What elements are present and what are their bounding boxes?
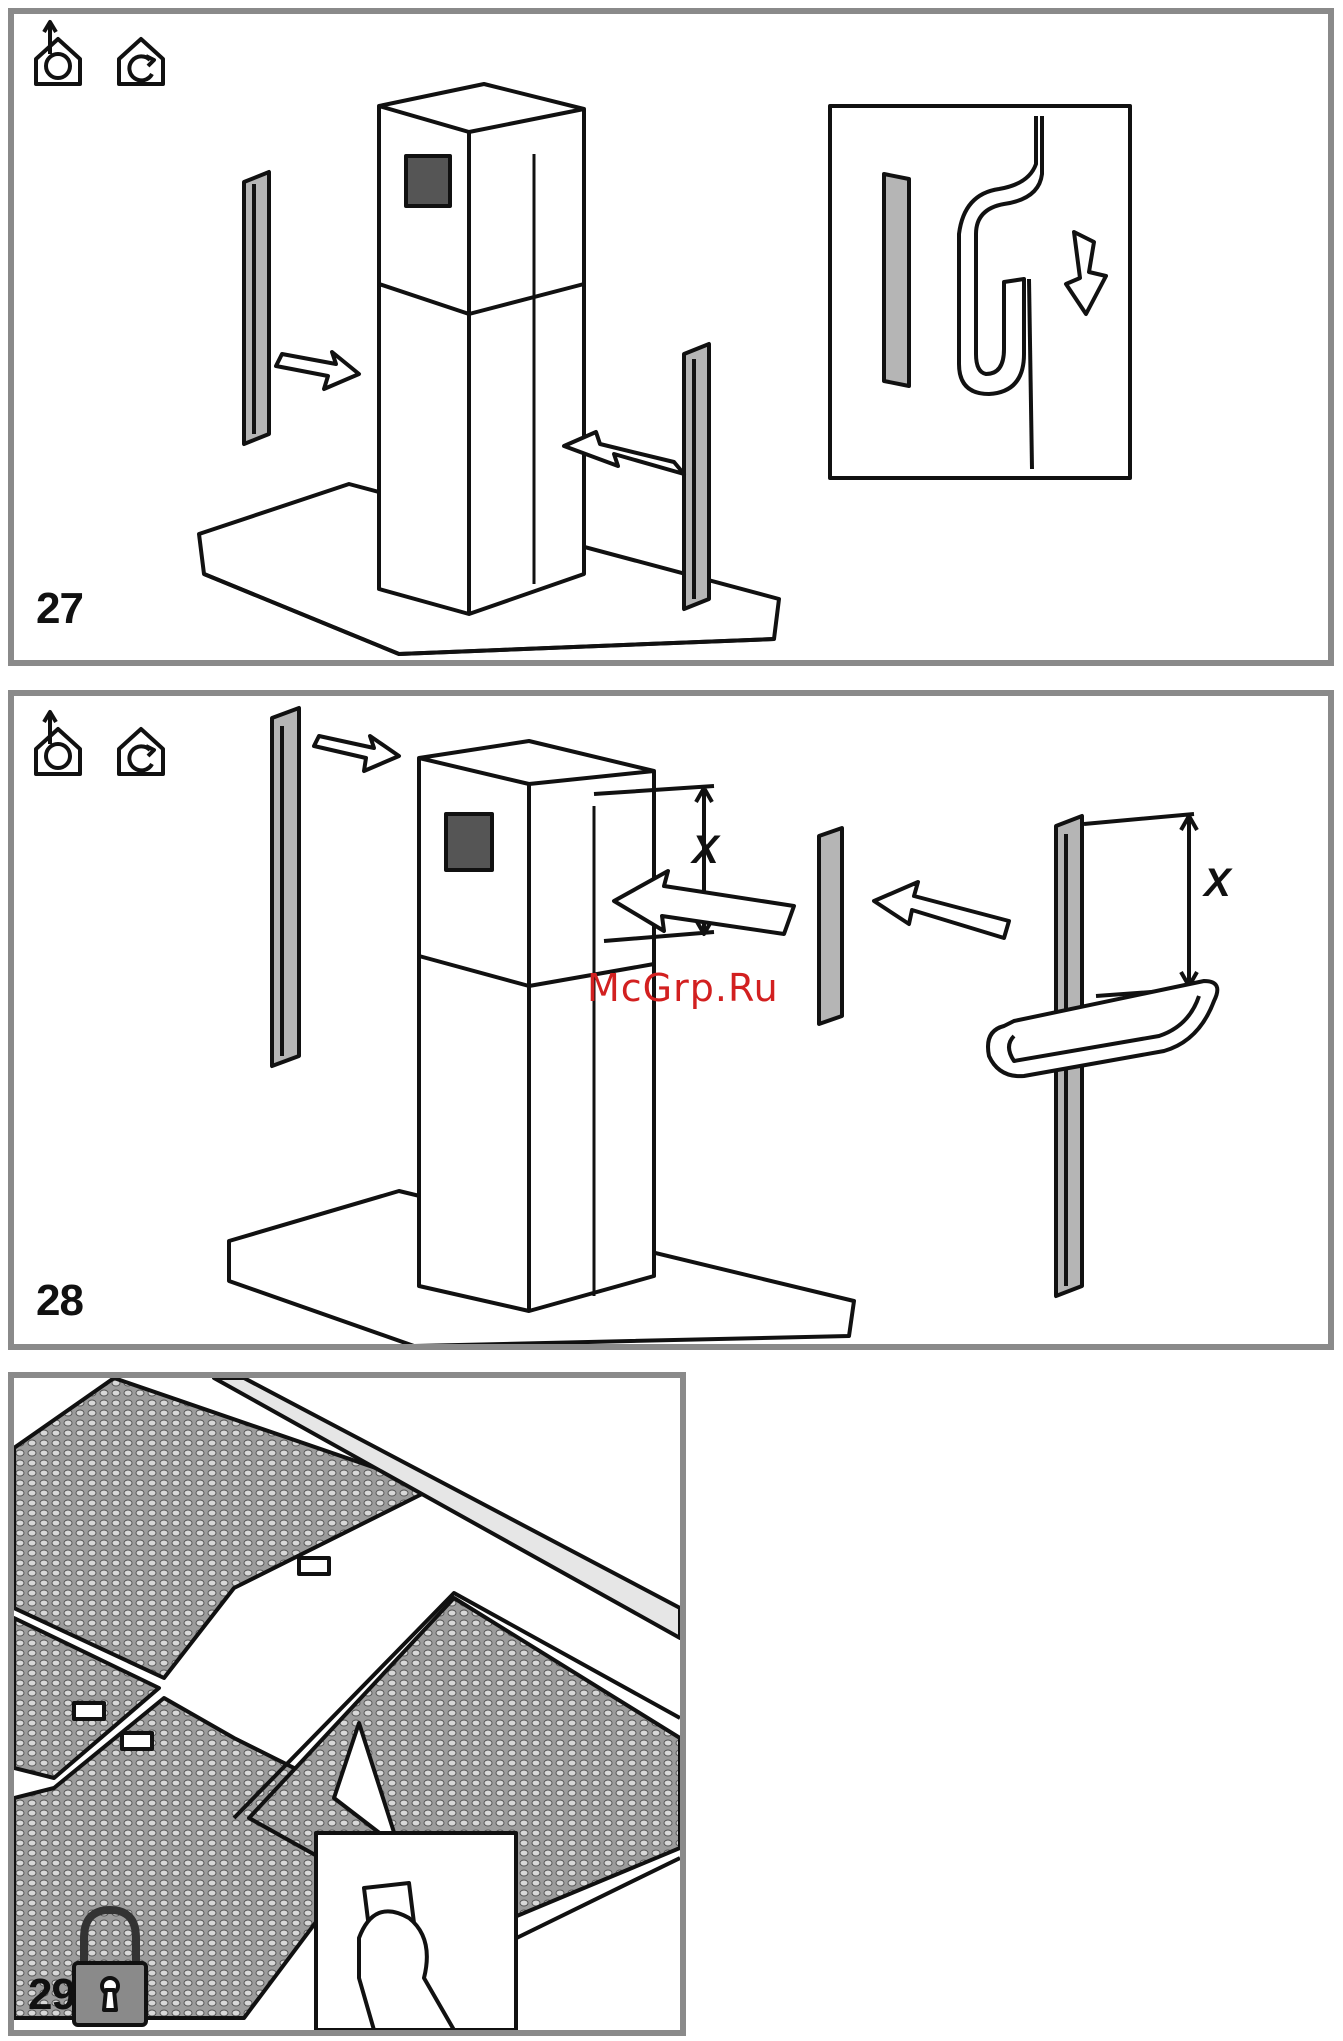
dimension-x-label: X xyxy=(1204,861,1231,906)
ducted-mode-icon xyxy=(36,712,80,774)
step-29-panel: 29 xyxy=(8,1372,686,2036)
step-number: 29 xyxy=(28,1970,75,2020)
recirculation-mode-icon xyxy=(119,39,163,84)
recirculation-mode-icon xyxy=(119,729,163,774)
ducted-mode-icon xyxy=(36,22,80,84)
dimension-x-label: X xyxy=(692,828,719,873)
step-29-illustration xyxy=(14,1378,680,2030)
hook-detail-inset xyxy=(830,106,1130,478)
step-27-illustration xyxy=(14,14,1328,660)
step-28-panel: X X McGrp.Ru 28 xyxy=(8,690,1334,1350)
step-27-panel: 27 xyxy=(8,8,1334,666)
step-number: 28 xyxy=(36,1276,83,1326)
step-number: 27 xyxy=(36,584,83,634)
step-28-illustration xyxy=(14,696,1328,1344)
watermark: McGrp.Ru xyxy=(587,966,779,1010)
chimney-hood xyxy=(379,84,584,614)
chimney-hood xyxy=(419,741,654,1311)
